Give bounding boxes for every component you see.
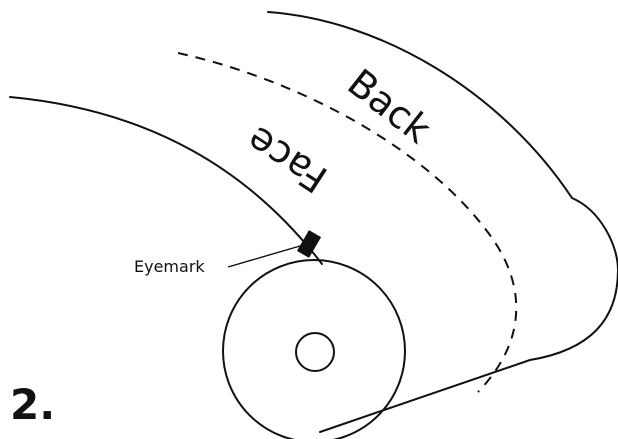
step-number: 2. [10,380,56,429]
back-label: Back [339,60,439,151]
web-back-edge [267,11,618,433]
web-face-edge [9,96,323,265]
face-label: Face [239,118,335,202]
eyemark-marker [296,230,322,258]
web-fold-dashed-line [177,52,518,393]
roll-core [295,332,335,372]
paper-roll [222,259,406,439]
eyemark-label: Eyemark [134,257,205,276]
eyemark-leader-line [227,245,301,268]
